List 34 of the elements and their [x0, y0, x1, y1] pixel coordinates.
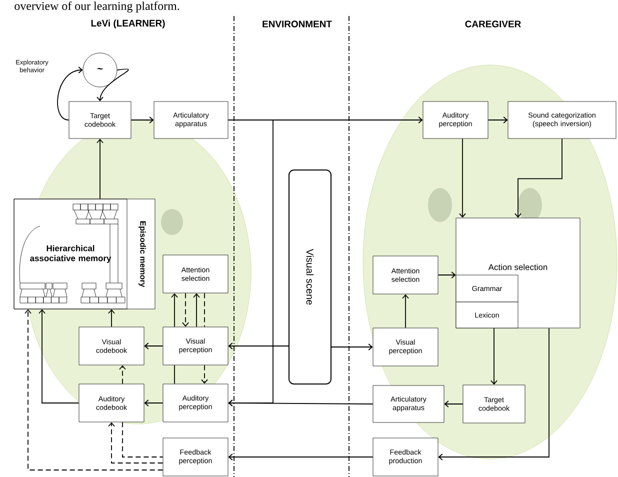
arrow	[193, 293, 200, 328]
arrow	[228, 454, 374, 460]
arrow	[444, 400, 464, 408]
arrow	[331, 344, 373, 350]
memory-panel: Hierarchical associative memory	[14, 198, 128, 310]
arrow	[490, 328, 498, 385]
arrow	[514, 138, 562, 218]
dashed-arrow	[119, 365, 126, 384]
column-heading: CAREGIVER	[465, 20, 521, 28]
arrow	[171, 293, 178, 328]
arrow	[459, 138, 466, 218]
connector-line	[174, 364, 175, 384]
arrow	[228, 400, 374, 406]
arrow	[402, 294, 409, 328]
arrow	[38, 309, 80, 404]
arrow	[144, 342, 164, 350]
column-heading: LeVi (LEARNER)	[91, 20, 165, 28]
arrow	[144, 400, 164, 406]
arrow	[96, 68, 129, 102]
arrow	[228, 342, 289, 350]
arrow	[108, 309, 115, 328]
arrow	[57, 66, 83, 120]
scene-box: Visual scene	[288, 170, 332, 384]
column-heading: ENVIRONMENT	[262, 20, 332, 28]
dashed-arrow	[201, 364, 208, 384]
dashed-arrow	[182, 292, 189, 327]
caption-text: overview of our learning platform.	[14, 2, 180, 12]
arrow	[96, 138, 104, 200]
dashed-arrow	[108, 422, 164, 464]
arrow	[488, 116, 508, 124]
arrow	[438, 272, 456, 278]
dashed-arrow	[24, 309, 164, 470]
arrow	[438, 328, 550, 460]
arrow	[130, 116, 154, 124]
